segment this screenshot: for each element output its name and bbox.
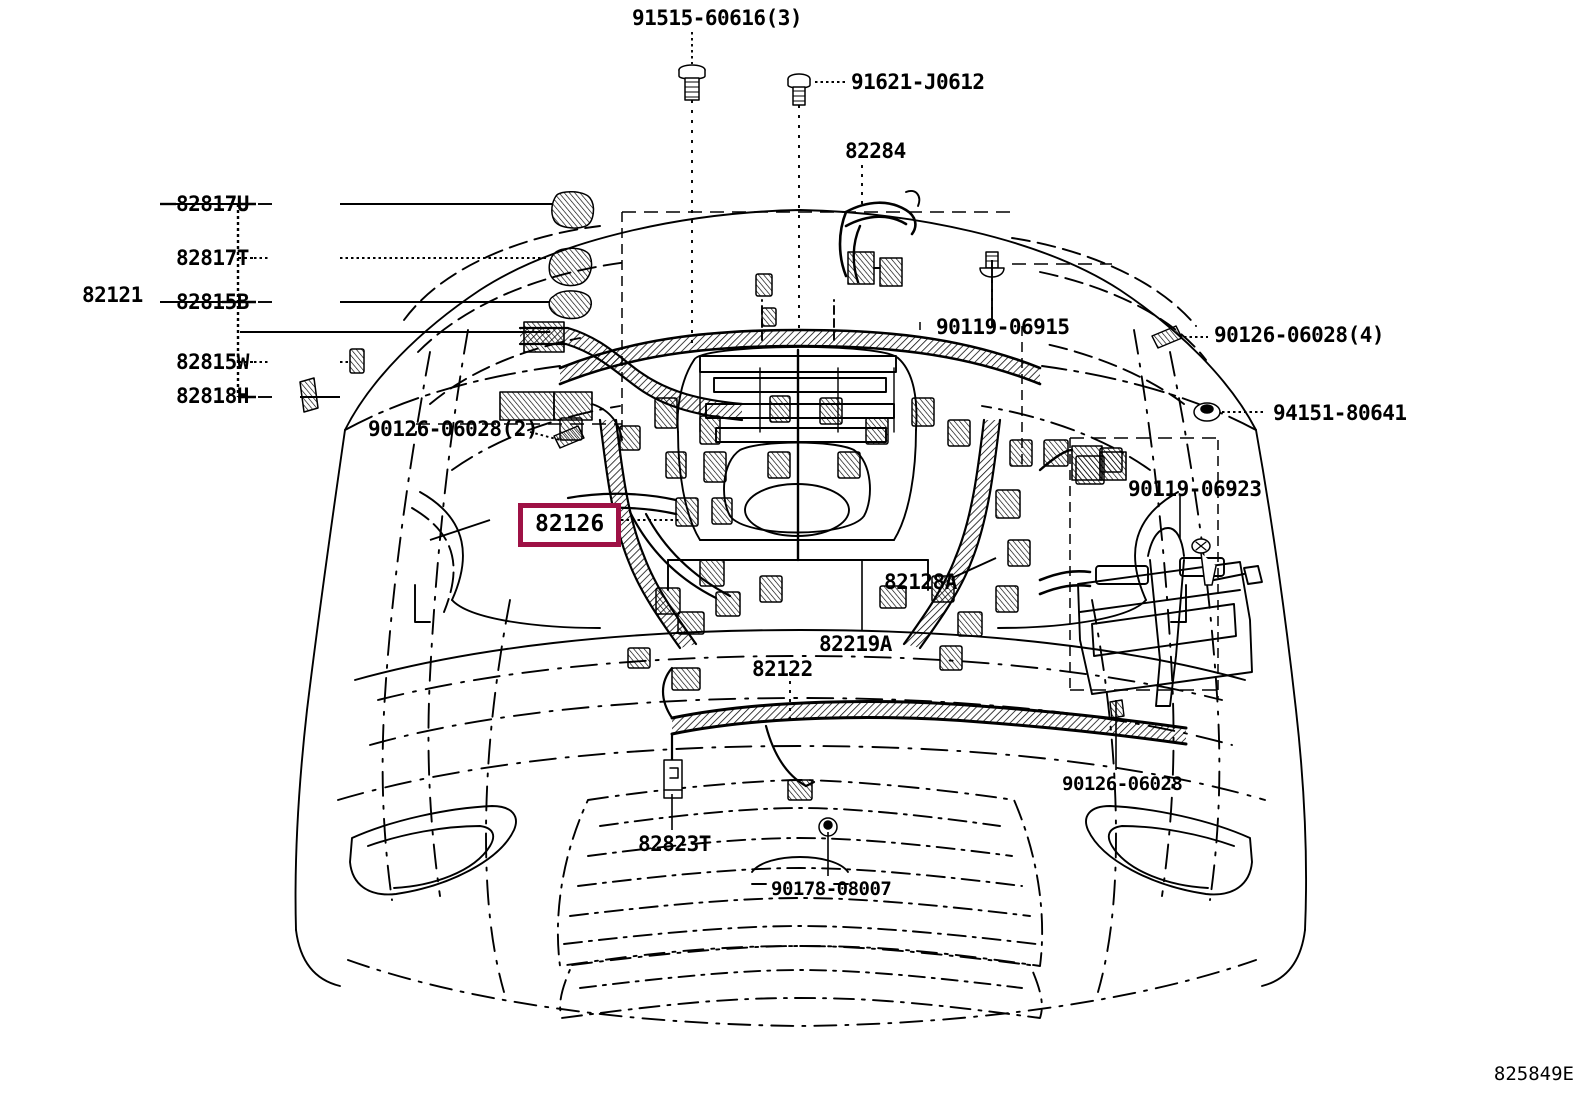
screw-90119-06923-glyph [1191, 538, 1217, 586]
diagram-corner-code: 825849E [1493, 1063, 1574, 1085]
connector-glyphs-left [299, 191, 595, 413]
cowl-harness-plug [499, 321, 623, 441]
clip-90126-06028-glyph [1109, 699, 1125, 719]
callout-clip-90126-06028-4: 90126-06028(4) [1214, 323, 1385, 347]
car-body-outline [294, 209, 1308, 1027]
group-label-82121: 82121 [82, 283, 143, 307]
clamp-90119-06923-glyph [1038, 445, 1127, 481]
clip-82823T-glyph [663, 759, 683, 799]
registration-lines [416, 211, 1219, 700]
callout-nut-94151-80641: 94151-80641 [1273, 401, 1407, 425]
bracket-item-82818H: 82818H [176, 384, 249, 408]
inner-fender-lines [344, 365, 1257, 629]
bolt-91515-glyph [678, 64, 706, 101]
callout-bolt-91515: 91515-60616(3) [632, 6, 803, 30]
callout-clip-90126-06028-2: 90126-06028(2) [368, 417, 539, 441]
callout-clamp-90119-06923: 90119-06923 [1128, 477, 1262, 501]
callout-clip-90126-06028: 90126-06028 [1062, 773, 1183, 795]
callout-clamp-90119-06915: 90119-06915 [936, 315, 1070, 339]
highlighted-part-82126[interactable]: 82126 [518, 503, 622, 547]
clip-90126-06028-2-glyph [553, 425, 585, 449]
leader-lines [160, 32, 1266, 876]
bolt-91621-glyph [787, 73, 811, 106]
nut-94151-80641-glyph [1193, 402, 1221, 422]
callout-harness-82823T: 82823T [638, 832, 711, 856]
callout-grommet-90178-08007: 90178-08007 [771, 878, 892, 900]
bracket-item-82815B: 82815B [176, 290, 249, 314]
connector-cluster [559, 273, 1123, 801]
clip-90126-06028-4-glyph [1151, 325, 1183, 349]
harness-82284-part [838, 190, 921, 287]
callout-harness-82219A: 82219A [819, 632, 892, 656]
battery-assembly [1038, 527, 1263, 707]
callout-harness-82128A: 82128A [884, 570, 957, 594]
bracket-item-82817T: 82817T [176, 246, 249, 270]
callout-harness-82122: 82122 [752, 657, 813, 681]
callout-harness-82284: 82284 [845, 139, 906, 163]
bracket-item-82815W: 82815W [176, 350, 249, 374]
harness-texture [520, 328, 1186, 744]
callout-bolt-91621: 91621-J0612 [851, 70, 985, 94]
bracket-item-82817U: 82817U [176, 192, 249, 216]
